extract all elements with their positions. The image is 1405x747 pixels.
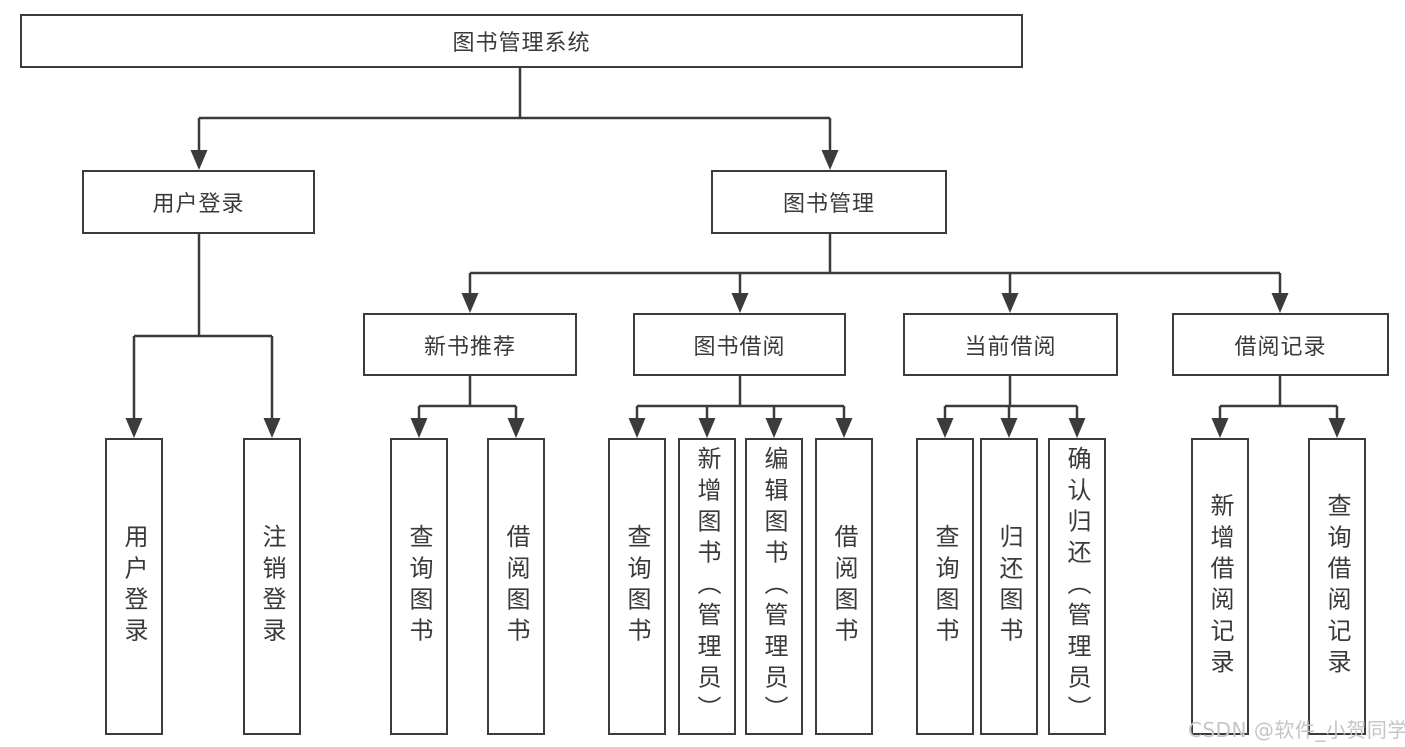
arrow-icon (1068, 418, 1086, 438)
connector-current-to-leaves (943, 376, 1079, 420)
leaf-label: 查询图书 (931, 524, 959, 649)
arrow-icon (461, 293, 479, 313)
node-current-borrow: 当前借阅 (903, 313, 1118, 376)
node-label: 图书管理 (782, 192, 875, 217)
node-book-management: 图书管理 (711, 170, 947, 234)
leaf-query-book-borrow: 查询图书 (608, 438, 666, 735)
arrow-icon (731, 293, 749, 313)
leaf-label: 查询图书 (405, 524, 433, 649)
node-library-management-system: 图书管理系统 (20, 14, 1023, 68)
node-label: 用户登录 (152, 192, 245, 217)
arrow-icon (1271, 293, 1289, 313)
node-label: 借阅记录 (1234, 334, 1327, 360)
leaf-label: 借阅图书 (502, 524, 530, 649)
arrow-icon (835, 418, 853, 438)
leaf-label: 查询借阅记录 (1323, 492, 1351, 681)
leaf-add-book-admin: 新增图书（管理员） (678, 438, 736, 735)
connector-records-to-leaves (1218, 376, 1339, 420)
leaf-query-book-current: 查询图书 (916, 438, 974, 735)
leaf-label: 查询图书 (623, 524, 651, 649)
leaf-label: 新增借阅记录 (1206, 492, 1234, 681)
leaf-label: 新增图书（管理员） (693, 446, 721, 727)
arrowheads (125, 150, 1346, 438)
arrow-icon (628, 418, 646, 438)
leaf-confirm-return-admin: 确认归还（管理员） (1048, 438, 1106, 735)
arrow-icon (410, 418, 428, 438)
arrow-icon (507, 418, 525, 438)
leaf-borrow-book-recommend: 借阅图书 (487, 438, 545, 735)
node-book-borrow: 图书借阅 (633, 313, 846, 376)
leaf-query-book-recommend: 查询图书 (390, 438, 448, 735)
connector-bookmgmt-to-level2 (468, 234, 1282, 295)
leaf-label: 确认归还（管理员） (1063, 446, 1091, 727)
node-label: 图书管理系统 (452, 31, 591, 56)
connector-borrow-to-leaves (635, 376, 846, 420)
leaf-label: 注销登录 (258, 524, 286, 649)
node-new-book-recommend: 新书推荐 (363, 313, 577, 376)
leaf-query-borrow-record: 查询借阅记录 (1308, 438, 1366, 735)
arrow-icon (765, 418, 783, 438)
leaf-logout-login: 注销登录 (243, 438, 301, 735)
leaf-label: 用户登录 (120, 524, 148, 649)
node-label: 当前借阅 (964, 334, 1057, 360)
arrow-icon (190, 150, 208, 170)
connector-recommend-to-leaves (417, 376, 518, 420)
leaf-label: 编辑图书（管理员） (760, 446, 788, 727)
connector-root-to-level1 (197, 68, 832, 152)
arrow-icon (698, 418, 716, 438)
arrow-icon (936, 418, 954, 438)
arrow-icon (1211, 418, 1229, 438)
arrow-icon (125, 418, 143, 438)
connector-userlogin-to-leaves (132, 234, 274, 420)
node-borrow-records: 借阅记录 (1172, 313, 1389, 376)
arrow-icon (821, 150, 839, 170)
node-label: 新书推荐 (423, 334, 516, 360)
leaf-label: 借阅图书 (830, 524, 858, 649)
arrow-icon (1001, 293, 1019, 313)
leaf-add-borrow-record: 新增借阅记录 (1191, 438, 1249, 735)
node-label: 图书借阅 (693, 334, 786, 360)
arrow-icon (1000, 418, 1018, 438)
arrow-icon (263, 418, 281, 438)
csdn-watermark: CSDN @软件_小贺同学 (1188, 718, 1405, 742)
arrow-icon (1328, 418, 1346, 438)
leaf-edit-book-admin: 编辑图书（管理员） (745, 438, 803, 735)
leaf-user-login: 用户登录 (105, 438, 163, 735)
leaf-return-book: 归还图书 (980, 438, 1038, 735)
node-user-login: 用户登录 (82, 170, 315, 234)
leaf-label: 归还图书 (995, 524, 1023, 649)
leaf-borrow-book: 借阅图书 (815, 438, 873, 735)
